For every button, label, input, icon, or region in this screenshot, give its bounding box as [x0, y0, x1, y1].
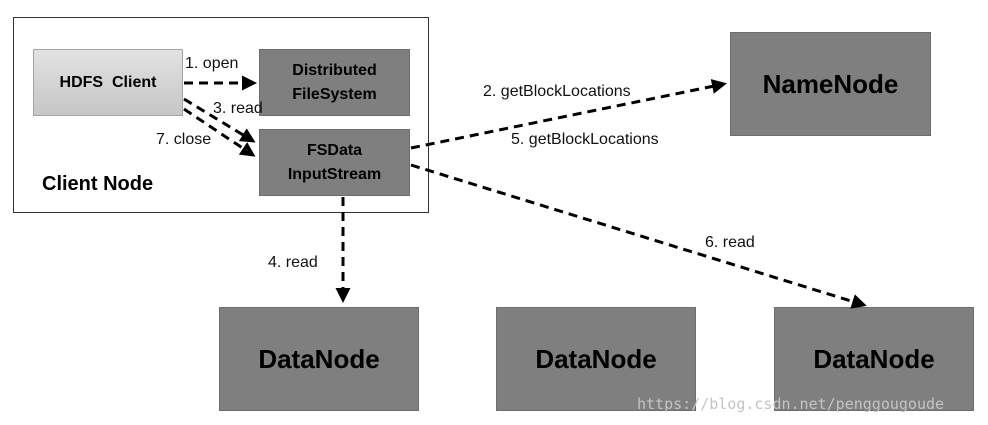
fsdata-inputstream-label-line1: FSData: [306, 141, 363, 159]
arrow-read-6: [410, 163, 867, 309]
datanode-label-1: DataNode: [258, 343, 380, 374]
arrow-get-block-locations: [410, 79, 727, 150]
edge-label-read-4: 4. read: [268, 254, 318, 271]
edge-label-close: 7. close: [156, 131, 212, 148]
hdfs-client-box[interactable]: HDFS Client: [33, 49, 183, 116]
fsdata-inputstream-box[interactable]: FSData InputStream: [259, 129, 410, 196]
edge-label-get-block-locations-2: 2. getBlockLocations: [483, 83, 631, 100]
hdfs-client-label: HDFS Client: [59, 73, 157, 91]
distributed-filesystem-box[interactable]: Distributed FileSystem: [259, 49, 410, 116]
edge-label-read-6: 6. read: [705, 234, 755, 251]
edge-label-open: 1. open: [185, 55, 239, 72]
fsdata-inputstream-label-line2: InputStream: [287, 165, 382, 183]
datanode-label-3: DataNode: [813, 343, 935, 374]
datanode-box-3[interactable]: DataNode: [774, 307, 974, 411]
datanode-box-1[interactable]: DataNode: [219, 307, 419, 411]
edge-label-read-3: 3. read: [213, 100, 263, 117]
datanode-label-2: DataNode: [535, 343, 657, 374]
distributed-filesystem-label-line1: Distributed: [292, 61, 377, 79]
edge-label-get-block-locations-5: 5. getBlockLocations: [511, 131, 659, 148]
watermark: https://blog.csdn.net/penggougoude: [637, 395, 945, 413]
arrow-read-3: [183, 97, 256, 143]
client-node-label: Client Node: [42, 173, 154, 195]
namenode-label: NameNode: [762, 68, 899, 99]
namenode-box[interactable]: NameNode: [730, 32, 931, 136]
distributed-filesystem-label-line2: FileSystem: [292, 85, 377, 103]
datanode-box-2[interactable]: DataNode: [496, 307, 696, 411]
